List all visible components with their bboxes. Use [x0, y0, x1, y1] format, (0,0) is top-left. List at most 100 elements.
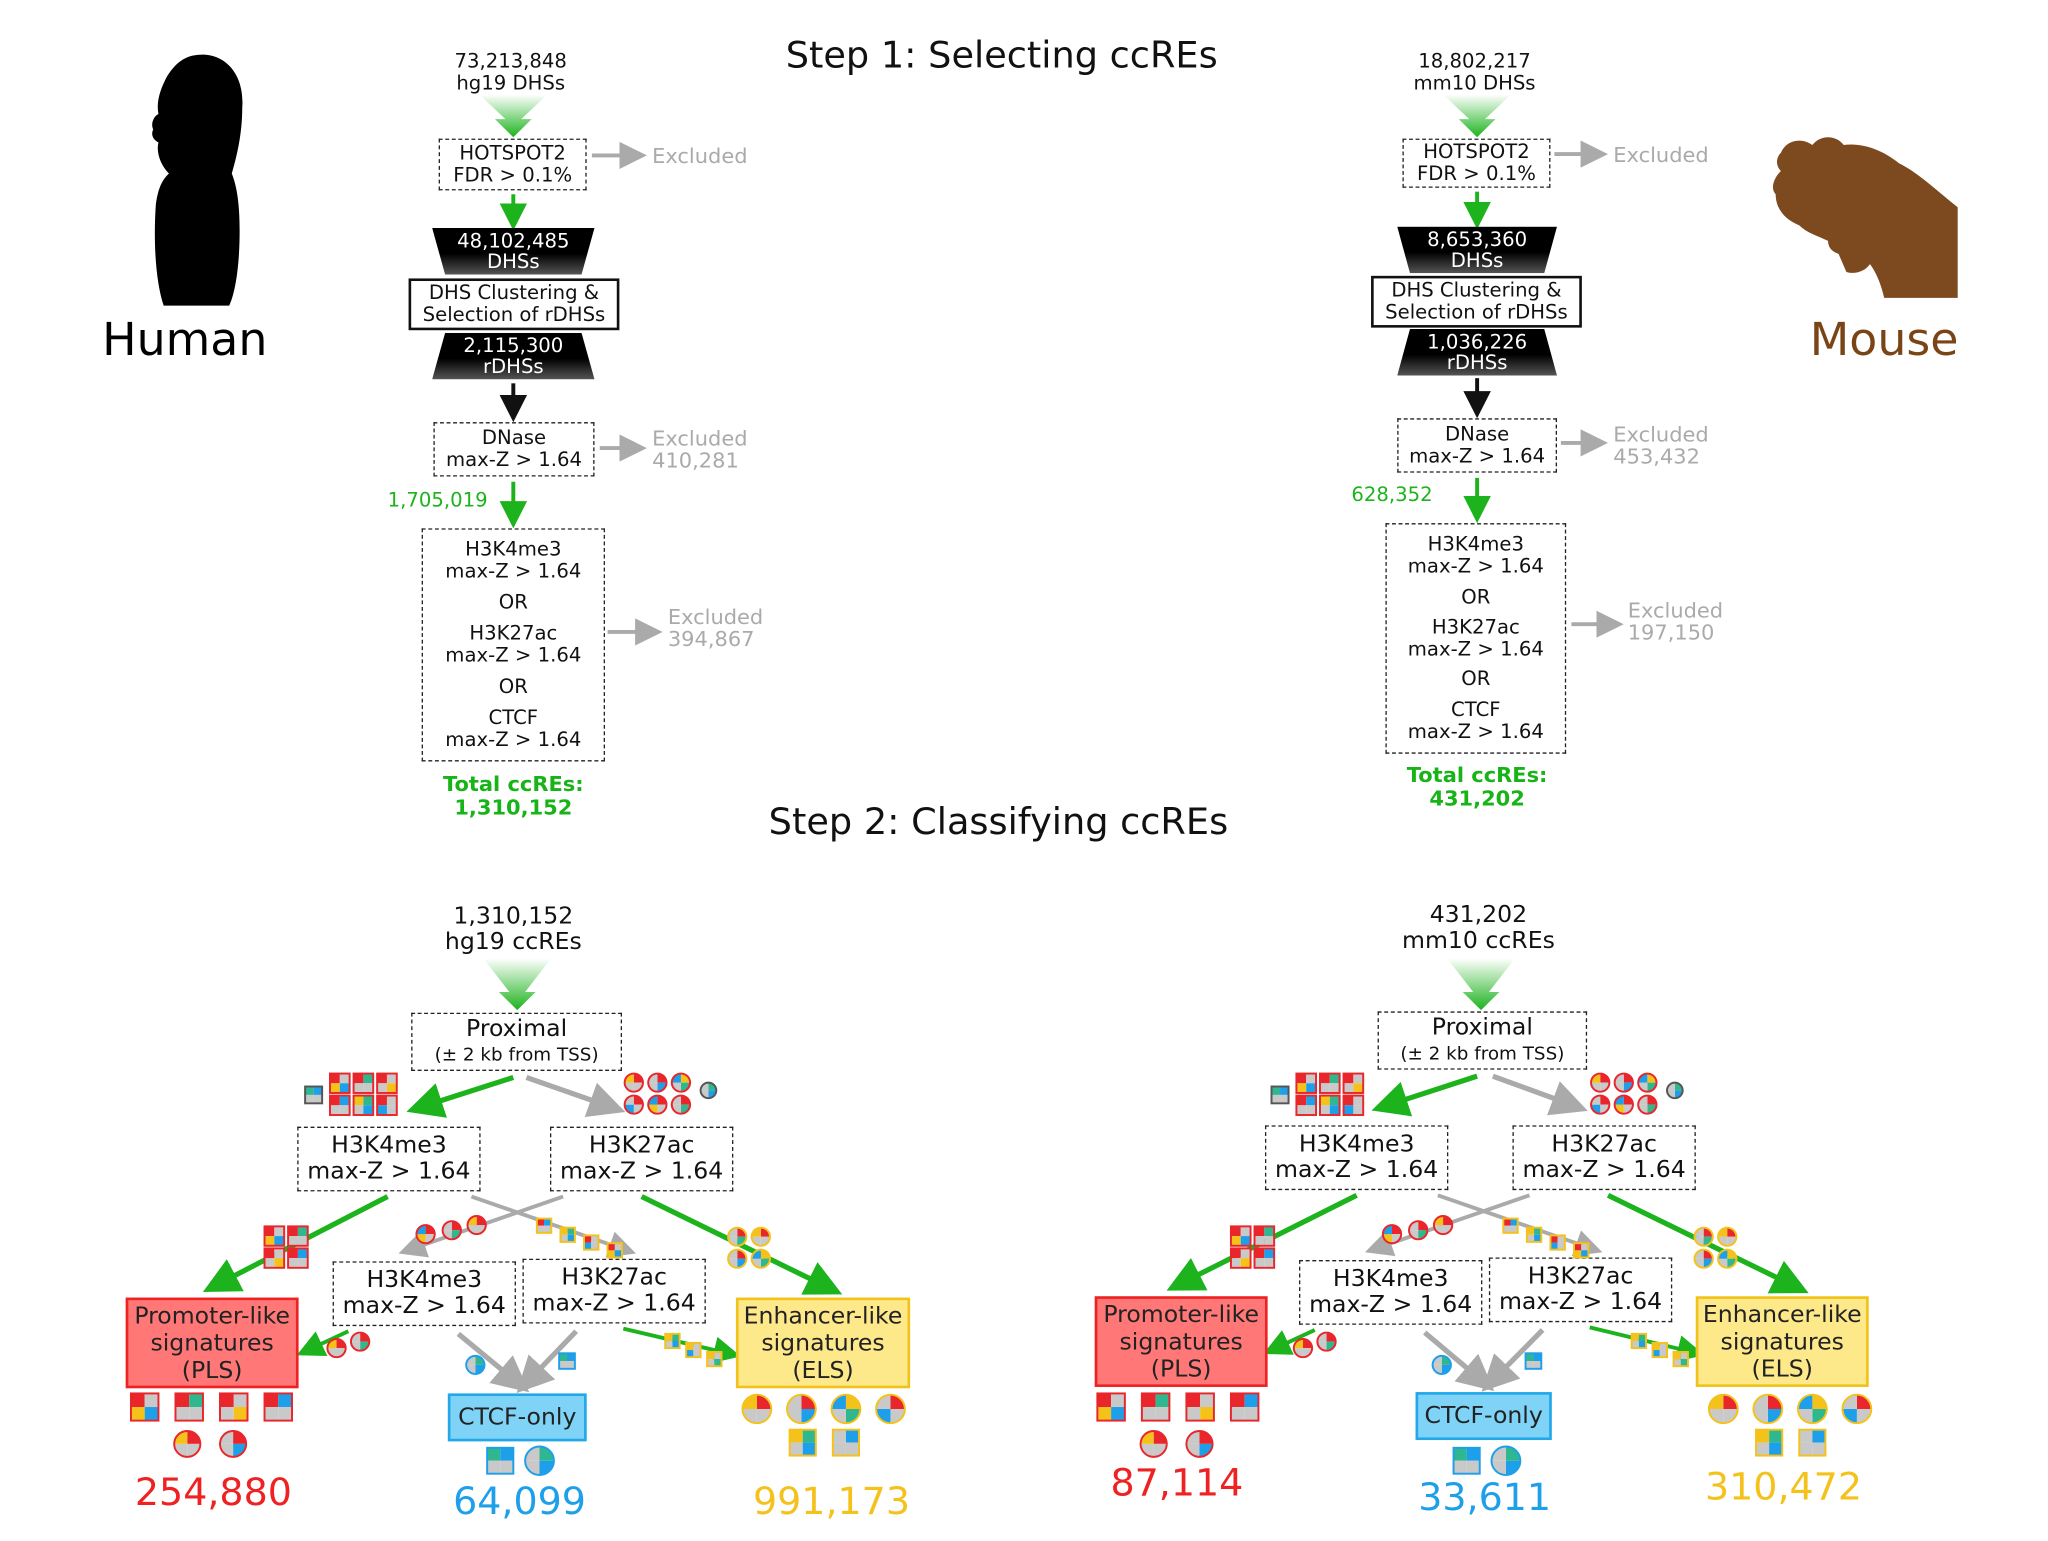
mouse-hotspot-pass-box: 8,653,360 DHSs [1397, 226, 1557, 274]
human-dnase-excluded: Excluded 410,281 [652, 427, 747, 471]
maxz-label: max-Z > 1.64 [1522, 1156, 1686, 1184]
arrow-icon [1446, 958, 1516, 1011]
human-ccre-label: hg19 ccREs [444, 928, 582, 956]
circle-mark-icon [647, 1072, 668, 1093]
clustering-line2: Selection of rDHSs [1385, 300, 1568, 324]
square-mark-icon [583, 1234, 600, 1251]
circle-mark-icon [623, 1094, 644, 1115]
circle-mark-icon [1292, 1338, 1314, 1359]
square-mark-icon [287, 1225, 309, 1247]
pls-line3: (PLS) [181, 1356, 243, 1384]
circle-mark-icon [699, 1081, 718, 1100]
human-hotspot-filter: HOTSPOT2 FDR > 0.1% [438, 138, 587, 191]
mouse-ccre-value: 431,202 [1429, 901, 1528, 929]
maxz-label: max-Z > 1.64 [1407, 637, 1544, 661]
mouse-hotspot-excluded: Excluded [1613, 142, 1709, 168]
human-total-ccres: Total ccREs: 1,310,152 [422, 772, 605, 820]
circle-mark-icon [1841, 1393, 1873, 1425]
pls-line3: (PLS) [1150, 1355, 1212, 1383]
proximal-sub-label: (± 2 kb from TSS) [1400, 1043, 1565, 1064]
arrow-icon [1443, 94, 1512, 138]
square-mark-icon [788, 1428, 817, 1457]
circle-mark-icon [741, 1393, 773, 1425]
square-mark-icon [1525, 1226, 1543, 1243]
ctcf-label: CTCF [1451, 697, 1501, 721]
ctcf-only-label: CTCF-only [458, 1403, 577, 1431]
square-mark-icon [1229, 1392, 1260, 1422]
circle-mark-icon [727, 1226, 748, 1247]
mouse-marks-excluded-value: 197,150 [1627, 620, 1715, 645]
dnase-line2: max-Z > 1.64 [1409, 444, 1546, 468]
or-label: OR [1461, 584, 1491, 609]
mouse-ctcf-count: 33,611 [1418, 1475, 1552, 1520]
circle-mark-icon [1613, 1072, 1634, 1093]
hotspot-line1: HOTSPOT2 [459, 141, 566, 165]
human-marks-excluded-value: 394,867 [667, 626, 755, 652]
mouse-pls-count: 87,114 [1110, 1460, 1244, 1505]
maxz-label: max-Z > 1.64 [342, 1292, 506, 1320]
square-mark-icon [329, 1094, 351, 1116]
square-mark-icon [1253, 1225, 1276, 1247]
square-mark-icon [1755, 1428, 1784, 1457]
maxz-label: max-Z > 1.64 [1309, 1291, 1473, 1319]
h3k27ac-label: H3K27ac [1431, 615, 1520, 639]
proximal-label: Proximal [1431, 1013, 1533, 1041]
circle-mark-icon [1637, 1072, 1658, 1093]
circle-mark-icon [1707, 1393, 1739, 1425]
pls-line1: Promoter-like [134, 1302, 290, 1330]
mouse-hotspot-filter: HOTSPOT2 FDR > 0.1% [1402, 138, 1551, 188]
square-mark-icon [329, 1072, 351, 1094]
circle-mark-icon [1590, 1094, 1611, 1115]
human-rdhs-box: 2,115,300 rDHSs [432, 332, 595, 380]
human-dhs-label: hg19 DHSs [456, 71, 566, 95]
circle-mark-icon [326, 1338, 347, 1359]
excluded-label: Excluded [1627, 598, 1724, 623]
mouse-hotspot-pass-label: DHSs [1450, 248, 1504, 272]
mouse-ccre-label: mm10 ccREs [1401, 927, 1555, 955]
mouse-hotspot-pass-value: 8,653,360 [1427, 227, 1528, 252]
square-mark-icon [1524, 1352, 1543, 1370]
circle-mark-icon [1693, 1226, 1714, 1247]
dnase-line2: max-Z > 1.64 [445, 448, 582, 472]
excluded-label: Excluded [667, 604, 764, 630]
square-mark-icon [558, 1352, 576, 1370]
circle-mark-icon [1431, 1354, 1452, 1375]
els-line1: Enhancer-like [1702, 1300, 1862, 1329]
circle-mark-icon [1693, 1248, 1714, 1269]
square-mark-icon [559, 1226, 576, 1243]
or-label: OR [498, 674, 528, 698]
pls-line2: signatures [1119, 1328, 1243, 1356]
square-mark-icon [376, 1072, 398, 1094]
human-dnase-pass: 1,705,019 [387, 488, 488, 512]
arrow-icon [406, 1074, 515, 1118]
pls-line2: signatures [150, 1329, 274, 1357]
circle-mark-icon [1613, 1094, 1634, 1115]
human-label: Human [102, 314, 268, 367]
circle-mark-icon [830, 1393, 862, 1425]
maxz-label: max-Z > 1.64 [1407, 554, 1544, 578]
proximal-sub-label: (± 2 kb from TSS) [434, 1044, 599, 1066]
hotspot-line2: FDR > 0.1% [1416, 161, 1536, 186]
human-hotspot-pass-value: 48,102,485 [457, 229, 570, 253]
square-mark-icon [1651, 1341, 1668, 1359]
or-label: OR [498, 590, 528, 615]
circle-mark-icon [1490, 1445, 1522, 1476]
square-mark-icon [1229, 1225, 1252, 1247]
square-mark-icon [376, 1094, 398, 1116]
human-ccre-count: 1,310,152 hg19 ccREs [382, 903, 644, 956]
arrow-icon [1423, 1330, 1495, 1392]
els-line3: (ELS) [1751, 1355, 1813, 1383]
square-mark-icon [352, 1072, 375, 1094]
h3k4me3-label: H3K4me3 [1427, 532, 1524, 556]
